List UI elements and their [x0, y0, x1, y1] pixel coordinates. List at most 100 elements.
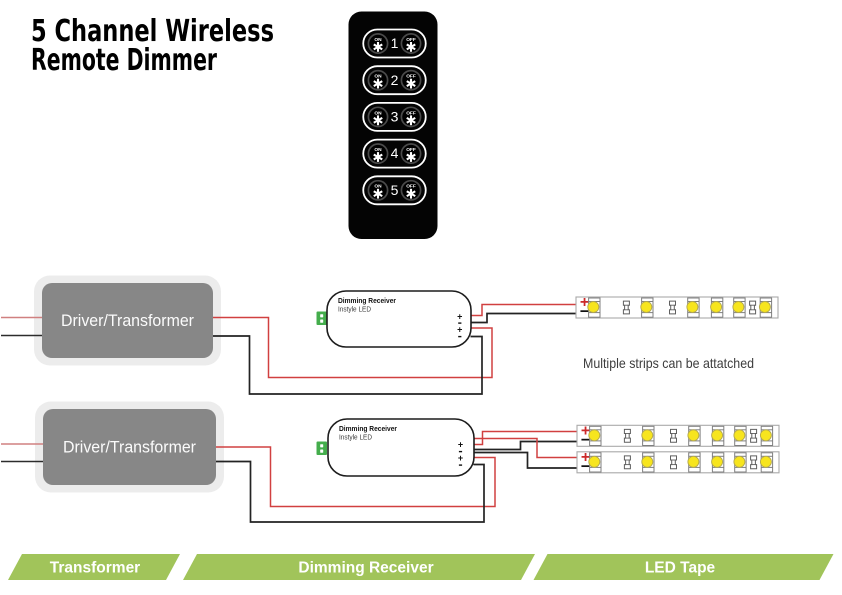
led-chip-icon — [641, 455, 654, 468]
off-button-label: OFF — [406, 184, 416, 190]
wire-driver1-to-receiver1-positive — [213, 316, 493, 379]
resistor — [750, 455, 758, 470]
on-button-label: ON — [374, 37, 382, 43]
receiver2-connector-pin1 — [320, 444, 324, 448]
led-chip-icon — [587, 301, 600, 313]
channel-5-pill — [362, 175, 427, 206]
wire-receiver2-to-strip2a-negative — [473, 440, 578, 451]
led-chip-icon — [588, 429, 601, 442]
page-title-line2: Remote Dimmer — [31, 43, 217, 78]
led-module — [640, 297, 654, 318]
channel-number: 4 — [391, 145, 399, 161]
channel-number: 1 — [391, 35, 399, 51]
led-chip-icon — [733, 455, 746, 468]
resistor-body — [622, 300, 630, 315]
resistor — [623, 455, 631, 470]
dimming-receiver-1: Dimming Receiver Instyle LED ++ — [316, 290, 472, 348]
led-module — [711, 452, 725, 473]
led-chip-icon — [641, 429, 654, 442]
led-module — [687, 425, 701, 446]
wires-row2 — [1, 430, 578, 523]
resistor — [670, 428, 677, 443]
led-module — [588, 452, 602, 473]
on-button-asterisk-icon — [373, 152, 383, 162]
resistor-body — [670, 455, 677, 470]
led-module — [711, 425, 725, 446]
terminal-minus — [458, 335, 462, 338]
terminal-minus — [458, 450, 463, 453]
off-button-asterisk-icon — [406, 115, 416, 126]
terminal-plus: + — [457, 325, 462, 335]
asterisk-spoke — [406, 190, 416, 198]
led-chip-icon — [711, 455, 724, 468]
led-module — [733, 452, 747, 473]
led-strip-body — [575, 296, 779, 319]
remote-channel-4: ON OFF 4 — [362, 138, 427, 169]
channel-2-pill — [362, 65, 427, 96]
on-button-label: ON — [374, 147, 382, 153]
off-button-asterisk-icon — [406, 152, 416, 162]
receiver1-terminals: ++ — [457, 312, 462, 338]
receiver2-name: Dimming Receiver — [339, 424, 397, 433]
led-chip-icon — [758, 301, 771, 313]
resistor — [670, 455, 677, 470]
driver-transformer-1: Driver/Transformer — [42, 283, 213, 358]
on-button-asterisk-icon — [373, 78, 383, 89]
wire-driver2-to-receiver2-positive — [216, 446, 496, 508]
strip-minus-terminal: − — [581, 458, 590, 475]
led-chip-icon — [759, 429, 772, 442]
led-module — [759, 452, 774, 473]
off-button-asterisk-icon — [406, 188, 416, 199]
resistor-body — [750, 428, 758, 443]
on-button-asterisk-icon — [373, 188, 383, 199]
receiver1-connector-pin1 — [320, 314, 324, 318]
multiple-strips-note: Multiple strips can be attatched — [583, 355, 754, 371]
on-button-asterisk-icon — [373, 42, 383, 52]
driver2-body — [43, 409, 216, 485]
channel-3-pill — [362, 102, 427, 132]
asterisk-spoke — [373, 43, 383, 51]
asterisk-spoke — [406, 153, 416, 161]
led-chip-icon — [686, 301, 699, 313]
wire-receiver1-to-strip1-negative — [470, 312, 577, 324]
led-chip-icon — [687, 429, 700, 442]
led-strip-body — [576, 424, 780, 447]
terminal-plus: + — [458, 440, 463, 450]
strip-minus-terminal: − — [581, 432, 590, 449]
led-chip-icon — [687, 455, 700, 468]
off-button-asterisk-icon — [406, 78, 416, 89]
driver1-label: Driver/Transformer — [61, 312, 194, 330]
off-button-label: OFF — [406, 74, 416, 80]
led-module — [710, 297, 724, 318]
off-button-label: OFF — [406, 147, 416, 153]
led-module — [641, 425, 655, 446]
page-title-line1: 5 Channel Wireless — [31, 14, 274, 49]
resistor-body — [670, 428, 677, 443]
driver1-body — [42, 283, 213, 358]
banner-transformer-label: Transformer — [50, 560, 140, 577]
asterisk-spoke — [406, 116, 416, 124]
on-button-label: ON — [374, 110, 382, 116]
resistor — [622, 300, 630, 315]
resistor-body — [623, 428, 631, 443]
led-module — [587, 297, 601, 318]
asterisk-spoke — [406, 80, 416, 87]
resistor — [623, 428, 631, 443]
legend-banners: Transformer Dimming Receiver LED Tape — [8, 554, 834, 580]
on-button-asterisk-icon — [373, 115, 383, 126]
driver-transformer-2: Driver/Transformer — [43, 409, 216, 485]
receiver2-connector-pin2 — [320, 449, 324, 453]
channel-number: 2 — [391, 72, 399, 88]
led-chip-icon — [710, 301, 723, 313]
banner-dimming-receiver-label: Dimming Receiver — [298, 560, 433, 577]
channel-number: 3 — [391, 109, 399, 125]
receiver2-input-connector — [316, 441, 327, 455]
strip-plus-terminal: + — [580, 294, 589, 311]
banner-dimming-receiver — [183, 554, 535, 580]
led-module — [758, 297, 773, 318]
led-chip-icon — [732, 301, 745, 313]
